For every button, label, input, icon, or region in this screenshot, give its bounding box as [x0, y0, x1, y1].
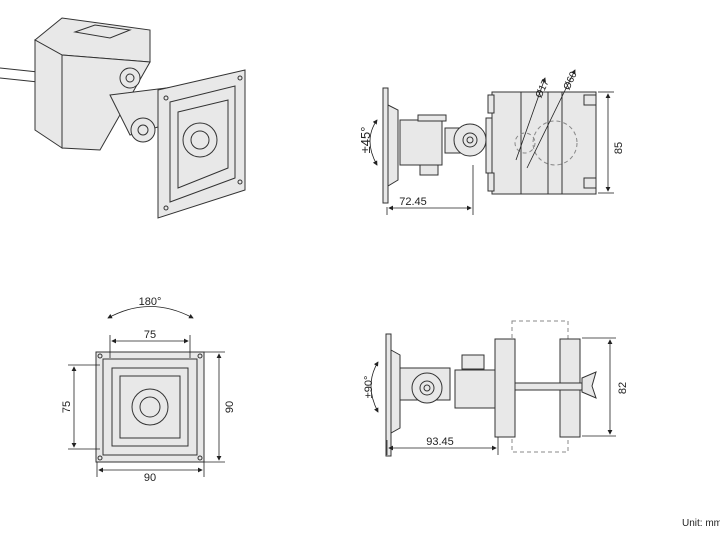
diameter-label-60: Ø60 [562, 70, 580, 92]
height-label-82: 82 [617, 382, 629, 394]
depth-label-72: 72.45 [399, 196, 427, 208]
side-view-1 [369, 69, 614, 215]
plate-width-label: 90 [144, 472, 156, 484]
isometric-view [0, 17, 246, 219]
side-view-2 [370, 320, 616, 457]
rotation-label-180: 180° [139, 296, 162, 308]
plate-height-label: 90 [224, 401, 236, 413]
hole-height-label: 75 [61, 401, 73, 413]
depth-label-93: 93.45 [426, 436, 454, 448]
rotation-label-45: ±45° [358, 127, 373, 154]
hole-width-label: 75 [144, 329, 156, 341]
unit-label: Unit: mm [682, 518, 720, 529]
height-label-85: 85 [613, 142, 625, 154]
rotation-label-90: ±90° [363, 376, 375, 399]
front-view [68, 306, 225, 477]
